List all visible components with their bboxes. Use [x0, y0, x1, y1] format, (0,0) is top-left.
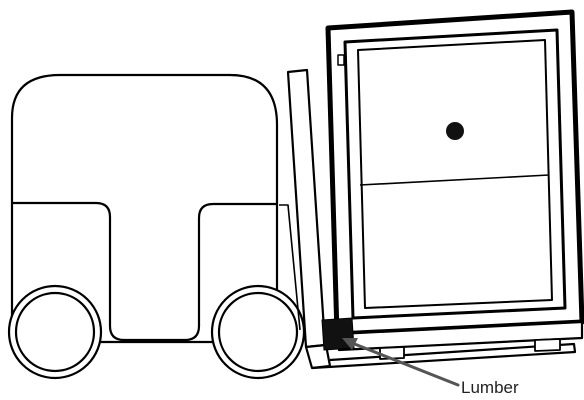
crate-knob	[446, 122, 464, 140]
rear-wheel-inner	[16, 293, 94, 371]
crate-icon	[328, 12, 582, 359]
lumber-label: Lumber	[461, 378, 519, 398]
front-wheel-inner	[219, 293, 297, 371]
